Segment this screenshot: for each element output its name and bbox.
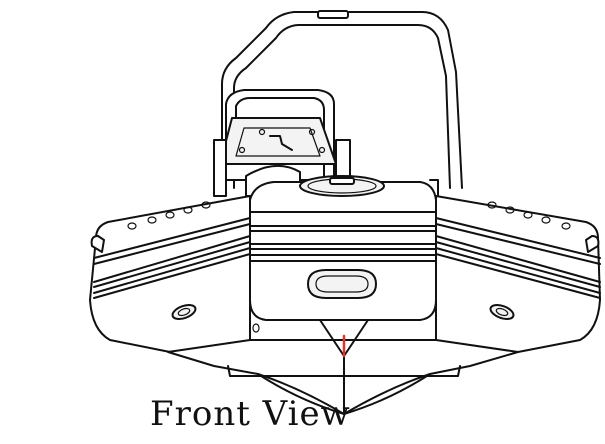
bow-cone: [249, 211, 437, 321]
hull: [167, 319, 519, 415]
bow-deck: [249, 175, 437, 213]
left-tube-d-rings: [127, 201, 211, 230]
view-caption: Front View: [150, 394, 351, 434]
bow-handle: [307, 269, 377, 299]
roll-bar: [221, 10, 463, 189]
left-tube: [89, 195, 260, 353]
right-tube-d-rings: [487, 201, 571, 230]
right-tube: [435, 195, 601, 353]
